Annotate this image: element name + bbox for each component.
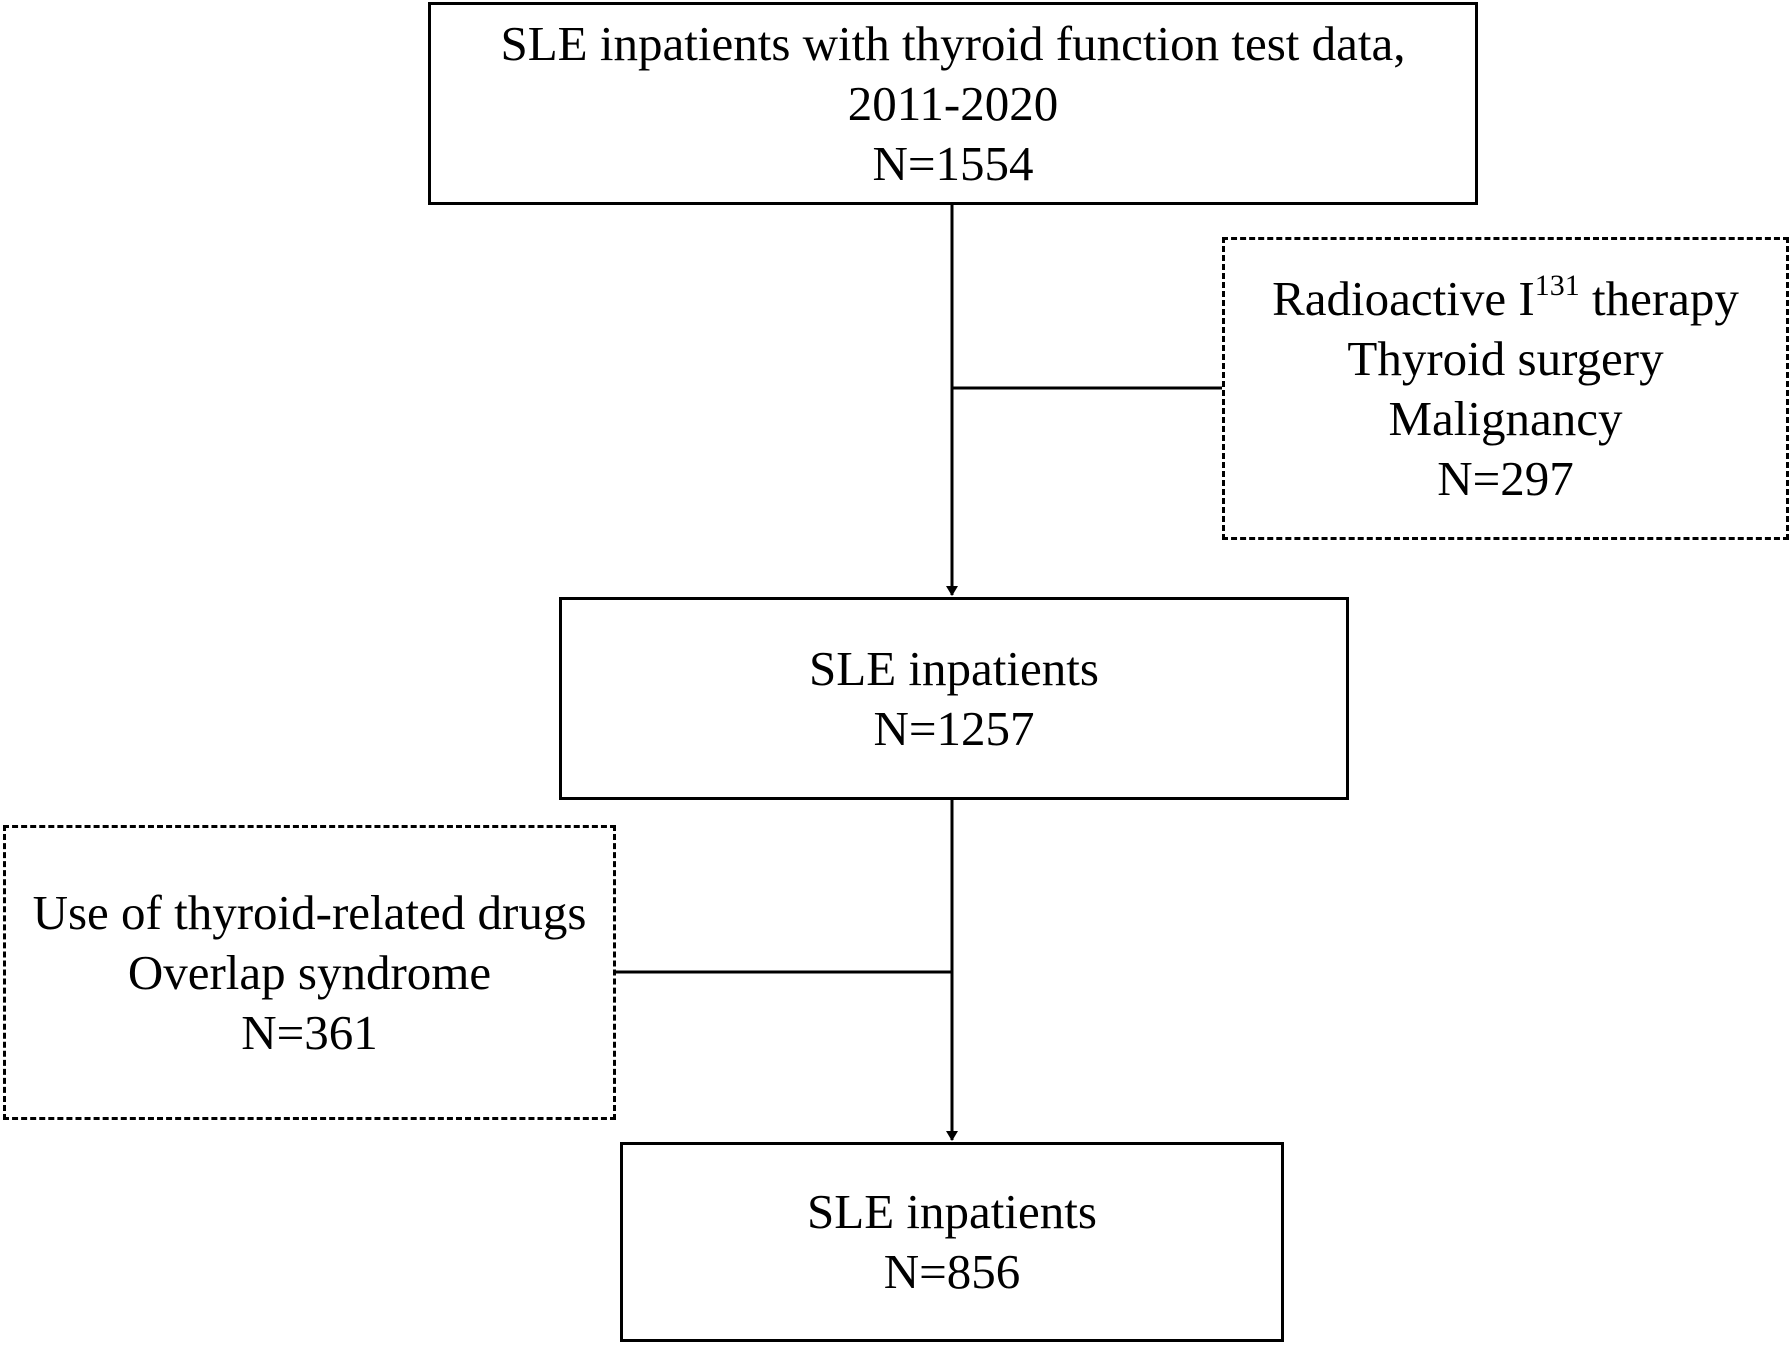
exclusion-1-count: N=297 (1437, 450, 1574, 506)
exclusion-1-line1-prefix: Radioactive I (1272, 270, 1535, 326)
middle-box-count: N=1257 (873, 700, 1035, 756)
start-box-line1: SLE inpatients with thyroid function tes… (500, 15, 1406, 71)
exclusion-1-line1: Radioactive I131 therapy (1272, 269, 1739, 329)
start-box-line2: 2011-2020 (847, 75, 1059, 131)
final-box-label: SLE inpatients (807, 1184, 1097, 1239)
exclusion-box-1: Radioactive I131 therapy Thyroid surgery… (1222, 237, 1789, 540)
final-box: SLE inpatients N=856 (620, 1142, 1284, 1342)
exclusion-1-isotope-superscript: 131 (1534, 268, 1580, 302)
middle-box-label: SLE inpatients (809, 640, 1099, 696)
exclusion-1-line1-suffix: therapy (1579, 270, 1739, 326)
exclusion-2-line1: Use of thyroid-related drugs (32, 884, 587, 940)
exclusion-1-line3: Malignancy (1388, 390, 1623, 446)
final-box-count: N=856 (883, 1244, 1021, 1299)
start-box-count: N=1554 (872, 135, 1034, 191)
exclusion-2-count: N=361 (241, 1004, 378, 1060)
start-box: SLE inpatients with thyroid function tes… (428, 2, 1478, 205)
exclusion-box-2: Use of thyroid-related drugs Overlap syn… (3, 825, 616, 1120)
exclusion-2-line2: Overlap syndrome (127, 944, 492, 1000)
exclusion-1-line2: Thyroid surgery (1347, 330, 1664, 386)
middle-box: SLE inpatients N=1257 (559, 597, 1349, 800)
